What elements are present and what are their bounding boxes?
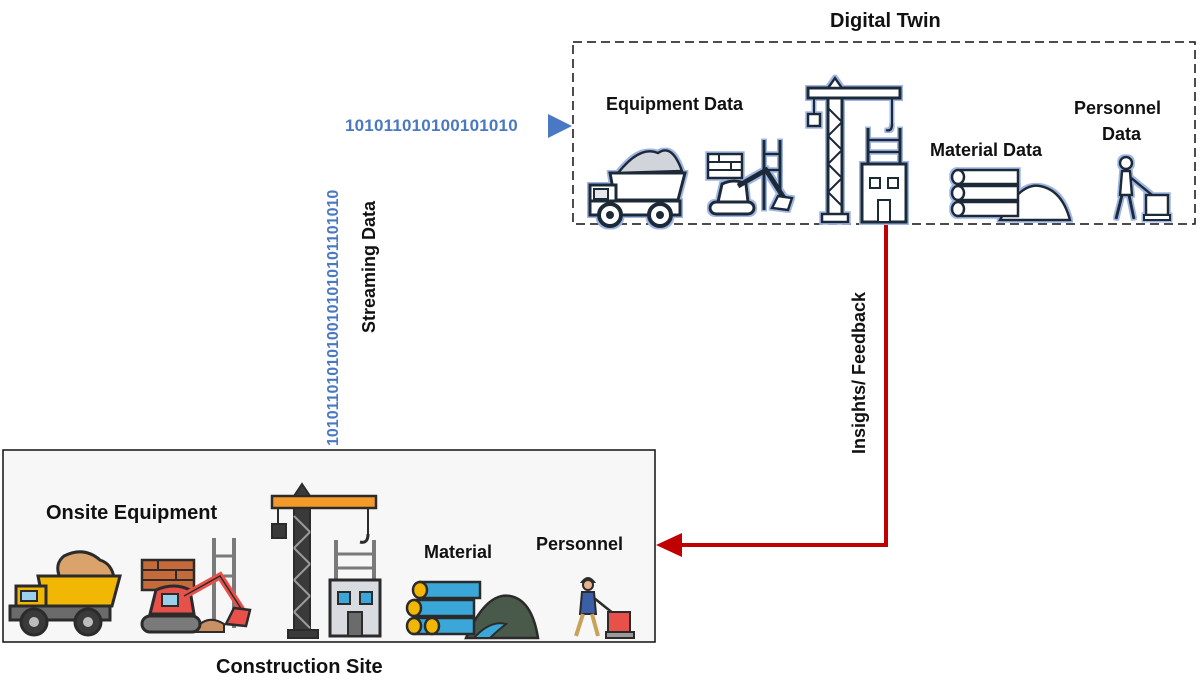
material-data-label: Material Data: [930, 140, 1043, 160]
streaming-bits-horizontal: 101011010100101010: [345, 116, 518, 135]
dump-truck-icon: [8, 550, 122, 637]
tower-crane-icon: [806, 75, 902, 224]
streaming-bits-vertical: 10101101010100101010101101010: [325, 189, 342, 446]
sand-pile-icon: [464, 594, 540, 640]
material-label: Material: [424, 542, 493, 562]
worker-compactor-icon: [1114, 155, 1171, 221]
building-icon: [860, 128, 908, 224]
insights-feedback-label: Insights/ Feedback: [849, 291, 869, 455]
tower-crane-icon: [270, 482, 378, 639]
streaming-arrow-head: [548, 114, 572, 138]
personnel-data-label-line2: Data: [1102, 124, 1142, 144]
pipes-icon: [950, 168, 1072, 222]
streaming-data-label: Streaming Data: [359, 200, 379, 334]
onsite-equipment-label: Onsite Equipment: [46, 502, 218, 524]
feedback-arrow-head: [656, 533, 682, 557]
digital-twin-title: Digital Twin: [830, 10, 941, 32]
excavator-icon: [140, 538, 252, 634]
pipes-icon: [405, 580, 482, 636]
personnel-data-label-line1: Personnel: [1074, 98, 1162, 118]
construction-site-title: Construction Site: [216, 656, 383, 678]
worker-compactor-icon: [574, 577, 635, 639]
personnel-label: Personnel: [536, 534, 624, 554]
dump-truck-icon: [588, 149, 687, 228]
equipment-data-label: Equipment Data: [606, 94, 744, 114]
excavator-icon: [706, 140, 794, 216]
feedback-arrow-line: [674, 225, 888, 547]
building-icon: [328, 540, 382, 638]
